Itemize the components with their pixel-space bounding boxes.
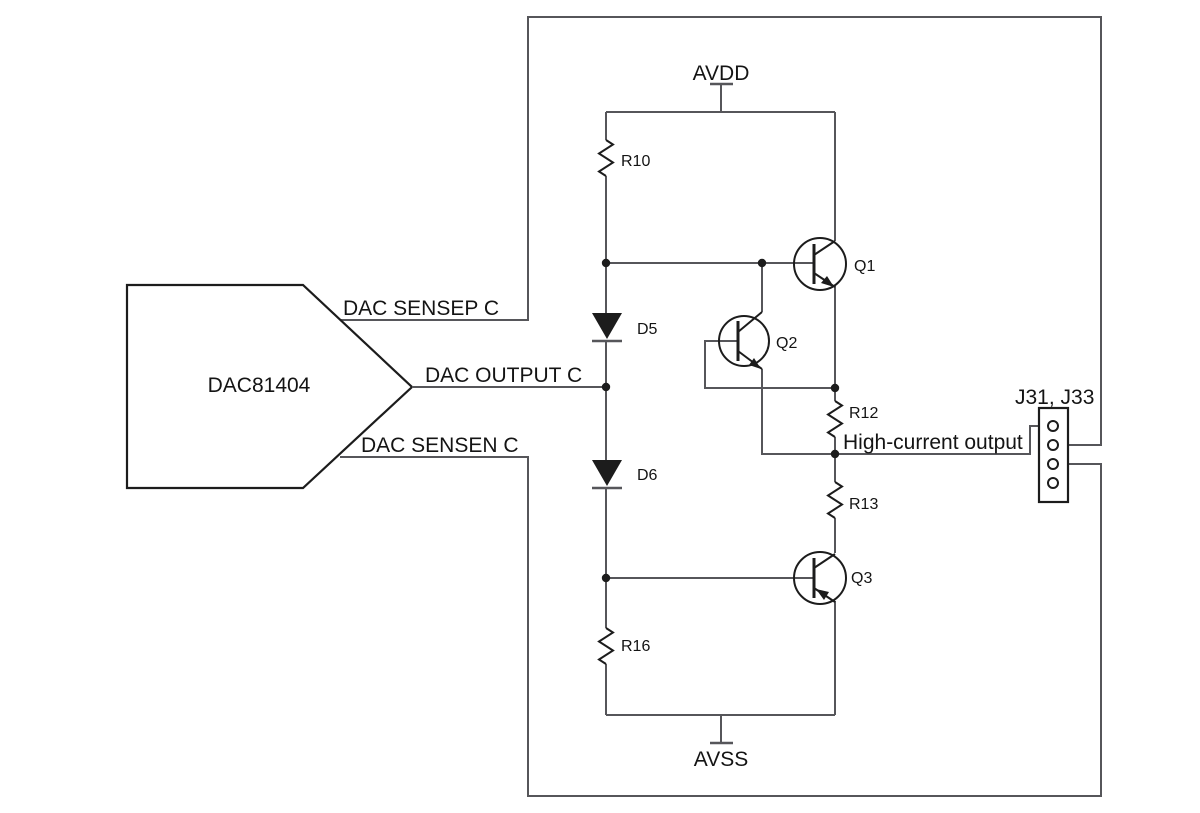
resistor-r10: R10 [597, 139, 650, 177]
right-chain-wires [761, 112, 836, 715]
diode-d6: D6 [592, 460, 658, 490]
transistor-q3: Q3 [793, 551, 872, 605]
resistor-r12: R12 [826, 400, 878, 438]
avss-label: AVSS [694, 748, 748, 771]
junction-node-b [830, 449, 840, 459]
avdd-rail: AVDD [606, 62, 835, 113]
connector-pin-3 [1047, 458, 1059, 470]
q2-label: Q2 [776, 335, 797, 352]
connector-pin-4 [1047, 477, 1059, 489]
resistor-r13: R13 [826, 481, 878, 519]
connector-pin-2 [1047, 439, 1059, 451]
dac-block-outline [125, 283, 414, 490]
r12-label: R12 [849, 405, 878, 422]
transistor-q2: Q2 [718, 311, 797, 370]
junction-dots [601, 258, 840, 583]
avss-rail: AVSS [606, 714, 835, 771]
connector-j31-j33: J31, J33 [1015, 386, 1094, 504]
q2-collector-lead [737, 311, 763, 333]
wire-q2-emitter-return [761, 369, 835, 455]
wire-q2-base-return [704, 340, 835, 389]
r13-label: R13 [849, 496, 878, 513]
dac-block-label: DAC81404 [208, 374, 311, 397]
dac-sensen-label: DAC SENSEN C [361, 434, 519, 457]
dac-block: DAC81404 [125, 283, 414, 490]
junction-r10-d5-q1base [601, 258, 611, 268]
q1-collector-lead [813, 240, 836, 256]
dac-output-label: DAC OUTPUT C [425, 364, 582, 387]
r12-zigzag [826, 400, 844, 438]
r16-zigzag [597, 627, 615, 665]
q2-emitter-arrow-icon [749, 358, 761, 369]
r13-zigzag [826, 481, 844, 519]
transistor-q1: Q1 [793, 237, 875, 291]
resistor-r16: R16 [597, 627, 650, 665]
q3-label: Q3 [851, 570, 872, 587]
r10-zigzag [597, 139, 615, 177]
q3-emitter-arrow-icon [816, 589, 829, 600]
connector-label: J31, J33 [1015, 386, 1094, 409]
dac-sensep-label: DAC SENSEP C [343, 297, 499, 320]
d5-triangle-icon [592, 313, 622, 339]
wire-sensen-loop [340, 456, 1102, 797]
junction-node-a [830, 383, 840, 393]
q3-collector-lead [813, 553, 836, 569]
connector-pin-1 [1047, 420, 1059, 432]
dac-pin-labels: DAC SENSEP C DAC OUTPUT C DAC SENSEN C [343, 297, 582, 457]
d6-triangle-icon [592, 460, 622, 486]
r10-label: R10 [621, 153, 650, 170]
r16-label: R16 [621, 638, 650, 655]
high-current-output-label: High-current output [843, 431, 1023, 454]
q3-body-icon [793, 551, 847, 605]
q2-body-icon [718, 315, 770, 367]
d6-label: D6 [637, 467, 658, 484]
wire-sensep-loop [341, 16, 1102, 446]
diode-d5: D5 [592, 313, 658, 343]
q1-body-icon [793, 237, 847, 291]
sense-feedback-wires [340, 16, 1102, 797]
avdd-label: AVDD [693, 62, 750, 85]
junction-dac-output [601, 382, 611, 392]
q1-emitter-arrow-icon [821, 276, 834, 287]
d5-label: D5 [637, 321, 658, 338]
junction-q1base-q2collector [757, 258, 767, 268]
q1-label: Q1 [854, 258, 875, 275]
junction-d6-r16-q3base [601, 573, 611, 583]
